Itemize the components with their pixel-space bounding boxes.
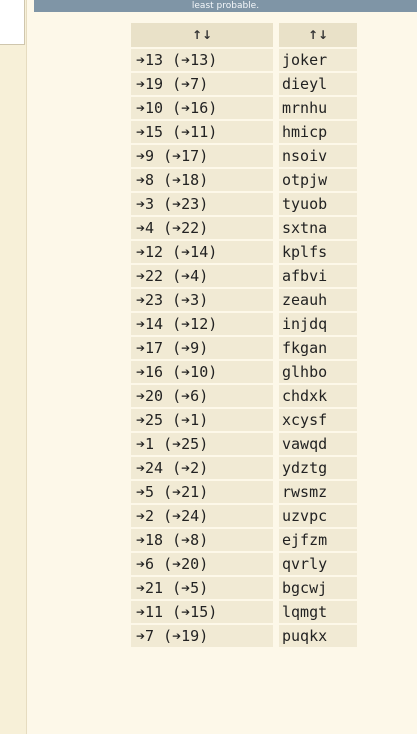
word-cell: injdq [273,313,357,335]
rank-cell: ➔8 (➔18) [131,169,273,191]
table-row: ➔20 (➔6)chdxk [131,385,357,407]
sort-position-header[interactable]: ↑↓ [131,23,273,47]
table-row: ➔11 (➔15)lqmgt [131,601,357,623]
rank-cell: ➔21 (➔5) [131,577,273,599]
rank-cell: ➔12 (➔14) [131,241,273,263]
rank-cell: ➔23 (➔3) [131,289,273,311]
word-cell: lqmgt [273,601,357,623]
table-header-row: ↑↓ ↑↓ [131,23,357,47]
word-cell: joker [273,49,357,71]
rank-cell: ➔7 (➔19) [131,625,273,647]
word-cell: bgcwj [273,577,357,599]
rank-cell: ➔24 (➔2) [131,457,273,479]
top-banner: least probable. [34,0,417,12]
word-cell: fkgan [273,337,357,359]
table-row: ➔22 (➔4)afbvi [131,265,357,287]
table-row: ➔19 (➔7)dieyl [131,73,357,95]
word-cell: nsoiv [273,145,357,167]
left-sidebar-strip [0,0,27,734]
table-row: ➔9 (➔17)nsoiv [131,145,357,167]
rank-cell: ➔16 (➔10) [131,361,273,383]
rank-cell: ➔1 (➔25) [131,433,273,455]
table-row: ➔2 (➔24)uzvpc [131,505,357,527]
word-cell: hmicp [273,121,357,143]
table-row: ➔24 (➔2)ydztg [131,457,357,479]
ranking-table: ↑↓ ↑↓ ➔13 (➔13)joker➔19 (➔7)dieyl➔10 (➔1… [131,21,357,649]
table-row: ➔18 (➔8)ejfzm [131,529,357,551]
rank-cell: ➔10 (➔16) [131,97,273,119]
table-row: ➔3 (➔23)tyuob [131,193,357,215]
table-row: ➔17 (➔9)fkgan [131,337,357,359]
word-cell: mrnhu [273,97,357,119]
rank-cell: ➔22 (➔4) [131,265,273,287]
rank-cell: ➔6 (➔20) [131,553,273,575]
word-cell: afbvi [273,265,357,287]
word-cell: chdxk [273,385,357,407]
word-cell: vawqd [273,433,357,455]
word-cell: glhbo [273,361,357,383]
table-row: ➔13 (➔13)joker [131,49,357,71]
word-cell: puqkx [273,625,357,647]
word-cell: otpjw [273,169,357,191]
rank-cell: ➔13 (➔13) [131,49,273,71]
table-row: ➔4 (➔22)sxtna [131,217,357,239]
rank-cell: ➔5 (➔21) [131,481,273,503]
rank-cell: ➔11 (➔15) [131,601,273,623]
word-cell: tyuob [273,193,357,215]
word-cell: zeauh [273,289,357,311]
table-row: ➔10 (➔16)mrnhu [131,97,357,119]
rank-cell: ➔14 (➔12) [131,313,273,335]
word-cell: sxtna [273,217,357,239]
table-row: ➔15 (➔11)hmicp [131,121,357,143]
rank-cell: ➔15 (➔11) [131,121,273,143]
sidebar-panel-edge [0,0,25,45]
table-row: ➔21 (➔5)bgcwj [131,577,357,599]
rank-cell: ➔18 (➔8) [131,529,273,551]
word-cell: uzvpc [273,505,357,527]
word-cell: kplfs [273,241,357,263]
rank-cell: ➔4 (➔22) [131,217,273,239]
table-row: ➔14 (➔12)injdq [131,313,357,335]
table-body: ➔13 (➔13)joker➔19 (➔7)dieyl➔10 (➔16)mrnh… [131,49,357,647]
word-cell: ejfzm [273,529,357,551]
table-row: ➔5 (➔21)rwsmz [131,481,357,503]
word-cell: rwsmz [273,481,357,503]
rank-cell: ➔9 (➔17) [131,145,273,167]
rank-cell: ➔3 (➔23) [131,193,273,215]
banner-text: least probable. [191,1,260,11]
word-cell: dieyl [273,73,357,95]
word-cell: ydztg [273,457,357,479]
table-row: ➔12 (➔14)kplfs [131,241,357,263]
rank-cell: ➔20 (➔6) [131,385,273,407]
table-row: ➔16 (➔10)glhbo [131,361,357,383]
rank-cell: ➔2 (➔24) [131,505,273,527]
table-row: ➔23 (➔3)zeauh [131,289,357,311]
table-row: ➔6 (➔20)qvrly [131,553,357,575]
table-row: ➔8 (➔18)otpjw [131,169,357,191]
word-cell: qvrly [273,553,357,575]
rank-cell: ➔25 (➔1) [131,409,273,431]
table-row: ➔7 (➔19)puqkx [131,625,357,647]
word-cell: xcysf [273,409,357,431]
sort-word-header[interactable]: ↑↓ [273,23,357,47]
table-row: ➔25 (➔1)xcysf [131,409,357,431]
rank-cell: ➔19 (➔7) [131,73,273,95]
table-row: ➔1 (➔25)vawqd [131,433,357,455]
rank-cell: ➔17 (➔9) [131,337,273,359]
